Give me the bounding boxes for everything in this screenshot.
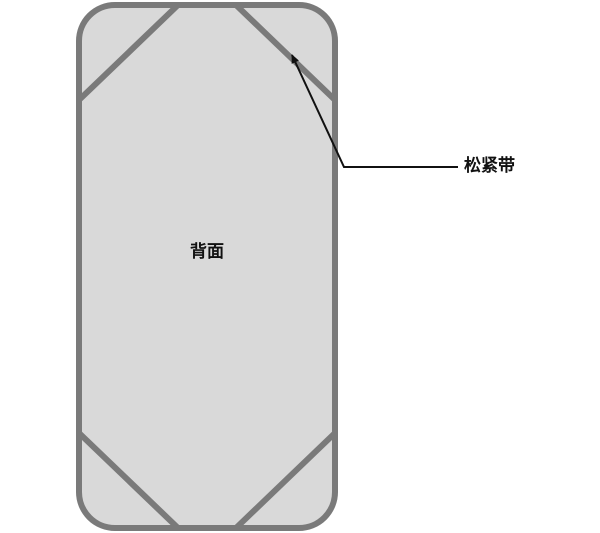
callout-label: 松紧带 bbox=[464, 155, 515, 176]
strap-bottom-left bbox=[76, 430, 181, 531]
strap-bottom-right bbox=[233, 430, 338, 531]
back-panel bbox=[76, 2, 338, 531]
center-label: 背面 bbox=[190, 241, 224, 262]
strap-top-left bbox=[76, 2, 181, 103]
callout-leader-line bbox=[291, 54, 458, 168]
strap-top-right bbox=[233, 2, 338, 103]
